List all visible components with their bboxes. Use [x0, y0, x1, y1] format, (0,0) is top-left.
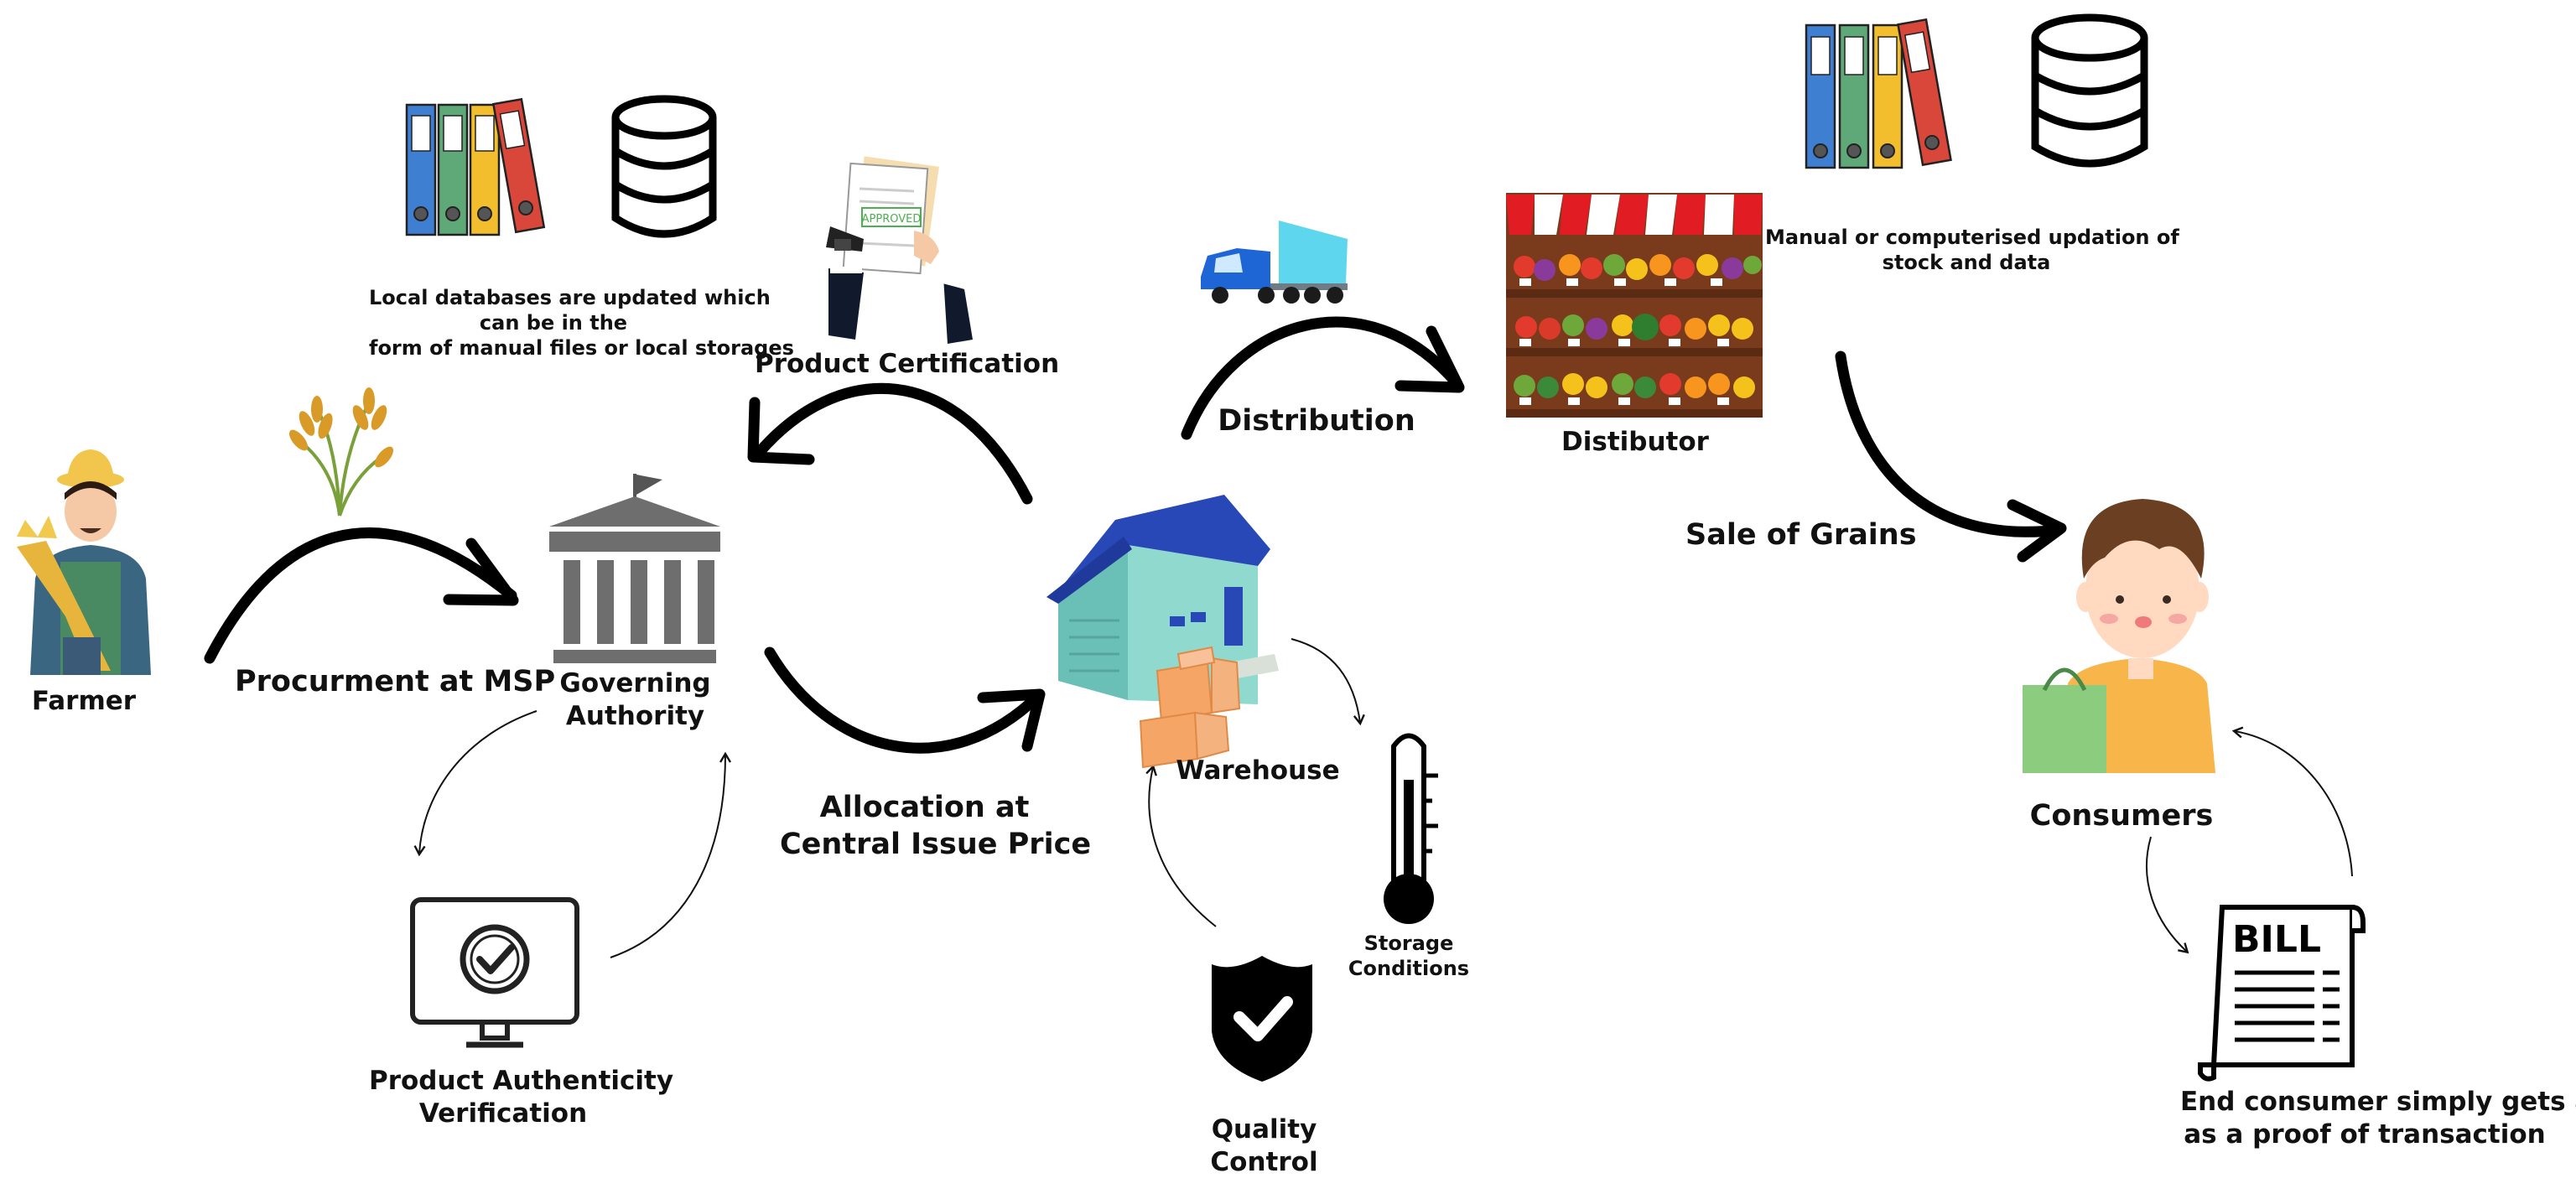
- quality-line-2: Control: [1210, 1146, 1318, 1177]
- binders-icon: [405, 97, 546, 236]
- allocation-label: Allocation at Central Issue Price: [780, 790, 1092, 864]
- bill-heading: BILL: [2232, 918, 2321, 961]
- farmer-icon: [17, 449, 151, 675]
- truck-icon: [1201, 221, 1348, 304]
- government-building-icon: [549, 474, 720, 663]
- market-stall-icon: [1506, 193, 1763, 418]
- local-db-line-1: Local databases are updated which: [369, 286, 771, 309]
- governing-line-1: Governing: [559, 668, 711, 698]
- local-db-line-2: can be in the: [479, 311, 628, 335]
- consumer-icon: [2023, 499, 2215, 773]
- warehouse-icon: [1046, 495, 1279, 769]
- consumers-label: Consumers: [2029, 799, 2214, 833]
- storage-conditions-label: Storage Conditions: [1333, 931, 1484, 981]
- local-db-label: Local databases are updated which can be…: [369, 285, 794, 361]
- distribution-label: Distribution: [1218, 404, 1415, 438]
- quality-line-1: Quality: [1211, 1114, 1317, 1145]
- binders-icon-right: [1805, 18, 1952, 169]
- governing-line-2: Authority: [565, 700, 705, 731]
- arrow-sale: [1835, 350, 2067, 563]
- allocation-line-1: Allocation at: [819, 791, 1030, 824]
- local-db-line-3: form of manual files or local storages: [369, 336, 794, 360]
- database-icon-right: [2031, 13, 2148, 168]
- thin-arrows: [419, 638, 2353, 958]
- product-certification-label: Product Certification: [755, 349, 1060, 379]
- bill-icon: BILL: [2198, 905, 2366, 1082]
- bill-line-1: End consumer simply gets a bill: [2180, 1087, 2576, 1117]
- wheat-icon: [288, 387, 394, 517]
- bill-line-2: as a proof of transaction: [2184, 1119, 2546, 1150]
- quality-control-label: Quality Control: [1191, 1114, 1337, 1179]
- allocation-line-2: Central Issue Price: [780, 827, 1092, 861]
- distributor-label: Distibutor: [1561, 427, 1709, 457]
- certificate-icon: APPROVED: [826, 156, 973, 344]
- arrow-distribution: [1181, 316, 1465, 440]
- storage-line-1: Storage: [1363, 932, 1454, 955]
- product-authenticity-label: Product Authenticity Verification: [369, 1065, 674, 1130]
- manual-line-1: Manual or computerised updation of: [1765, 226, 2179, 249]
- procurement-label: Procurment at MSP: [235, 665, 556, 698]
- manual-line-2: stock and data: [1882, 251, 2051, 274]
- product-auth-line-1: Product Authenticity: [369, 1066, 674, 1096]
- farmer-label: Farmer: [31, 686, 137, 716]
- approved-stamp: APPROVED: [862, 213, 922, 226]
- arrow-procurement: [204, 527, 519, 664]
- sale-of-grains-label: Sale of Grains: [1685, 518, 1917, 552]
- database-icon: [611, 95, 717, 238]
- bill-description-label: End consumer simply gets a bill as a pro…: [2180, 1086, 2576, 1151]
- shield-check-icon: [1212, 956, 1312, 1082]
- thermometer-icon: [1384, 733, 1438, 924]
- storage-line-2: Conditions: [1348, 957, 1470, 980]
- arrow-allocation: [764, 646, 1046, 754]
- manual-update-label: Manual or computerised updation of stock…: [1765, 225, 2179, 275]
- governing-authority-label: Governing Authority: [537, 667, 734, 733]
- product-auth-line-2: Verification: [418, 1098, 588, 1129]
- arrow-certification: [747, 382, 1033, 505]
- warehouse-label: Warehouse: [1176, 755, 1340, 786]
- monitor-check-icon: [410, 897, 579, 1048]
